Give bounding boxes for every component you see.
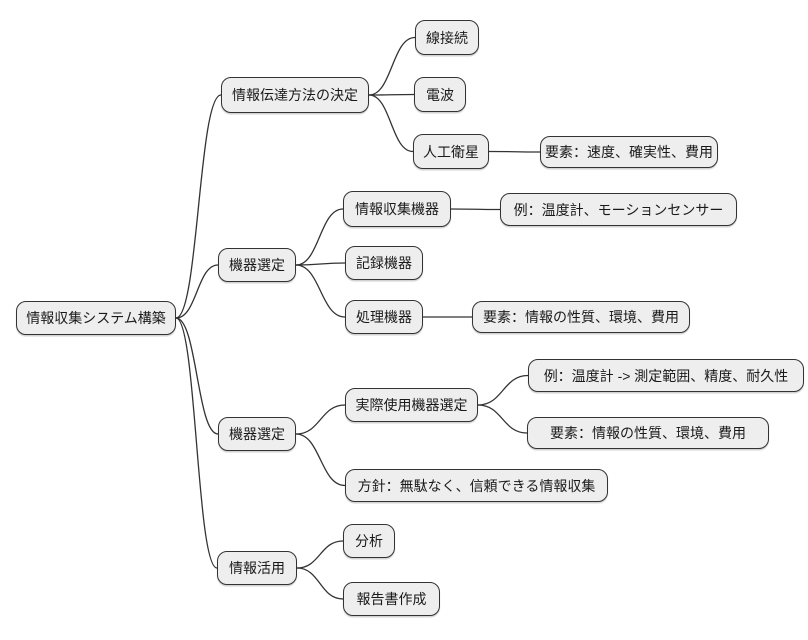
mindmap-edge-root-b2 xyxy=(175,264,219,319)
mindmap-node-root: 情報収集システム構築 xyxy=(16,301,176,335)
mindmap-node-b2: 機器選定 xyxy=(218,248,296,282)
mindmap-edge-b2-b2c2 xyxy=(295,262,346,266)
mindmap-edge-root-b3 xyxy=(175,317,219,435)
mindmap-node-b1: 情報伝達方法の決定 xyxy=(221,77,369,113)
mindmap-edge-b4-b4c2 xyxy=(296,567,344,600)
mindmap-node-b3c1c1: 例：温度計 -> 測定範囲、精度、耐久性 xyxy=(528,359,804,392)
mindmap-node-b1c2: 電波 xyxy=(414,77,466,112)
mindmap-edge-b2-b2c1 xyxy=(295,208,344,266)
mindmap-node-b2c1c1: 例：温度計、モーションセンサー xyxy=(500,193,737,226)
mindmap-edge-root-b4 xyxy=(175,317,218,569)
mindmap-node-b3c1c2: 要素：情報の性質、環境、費用 xyxy=(527,417,769,449)
mindmap-edge-b2-b2c3 xyxy=(295,264,346,318)
mindmap-node-b4c2: 報告書作成 xyxy=(343,582,440,616)
mindmap-node-b3: 機器選定 xyxy=(218,417,296,451)
mindmap-node-b2c3: 処理機器 xyxy=(345,300,423,334)
mindmap-edge-b1-b1c1 xyxy=(368,36,416,96)
mindmap-node-b3c1: 実際使用機器選定 xyxy=(345,388,478,422)
mindmap-node-b1c3: 人工衛星 xyxy=(413,134,489,169)
mindmap-edge-b4-b4c1 xyxy=(296,540,344,569)
mindmap-node-b2c2: 記録機器 xyxy=(345,246,423,280)
mindmap-edge-b3-b3c2 xyxy=(295,433,346,487)
mindmap-edge-b2c1-b2c1c1 xyxy=(450,208,501,211)
mindmap-node-b3c2: 方針：無駄なく、信頼できる情報収集 xyxy=(345,469,608,502)
mindmap-node-b4: 情報活用 xyxy=(217,551,297,585)
mindmap-node-b1c1: 線接続 xyxy=(415,20,479,55)
mindmap-edge-b3c1-b3c1c2 xyxy=(477,404,528,434)
mindmap-node-b1c3c1: 要素：速度、確実性、費用 xyxy=(540,136,718,168)
mindmap-node-b2c3c1: 要素：情報の性質、環境、費用 xyxy=(472,301,690,333)
mindmap-edge-root-b1 xyxy=(175,94,222,319)
mindmap-edge-b1c3-b1c3c1 xyxy=(488,150,541,153)
mindmap-node-b2c1: 情報収集機器 xyxy=(343,191,451,227)
mindmap-edge-b3c1-b3c1c1 xyxy=(477,374,529,406)
mindmap-edge-b1-b1c2 xyxy=(368,93,415,96)
mindmap-node-b4c1: 分析 xyxy=(343,524,395,558)
mindmap-edge-b1-b1c3 xyxy=(368,94,414,153)
mindmap-edge-b3-b3c1 xyxy=(295,404,346,435)
